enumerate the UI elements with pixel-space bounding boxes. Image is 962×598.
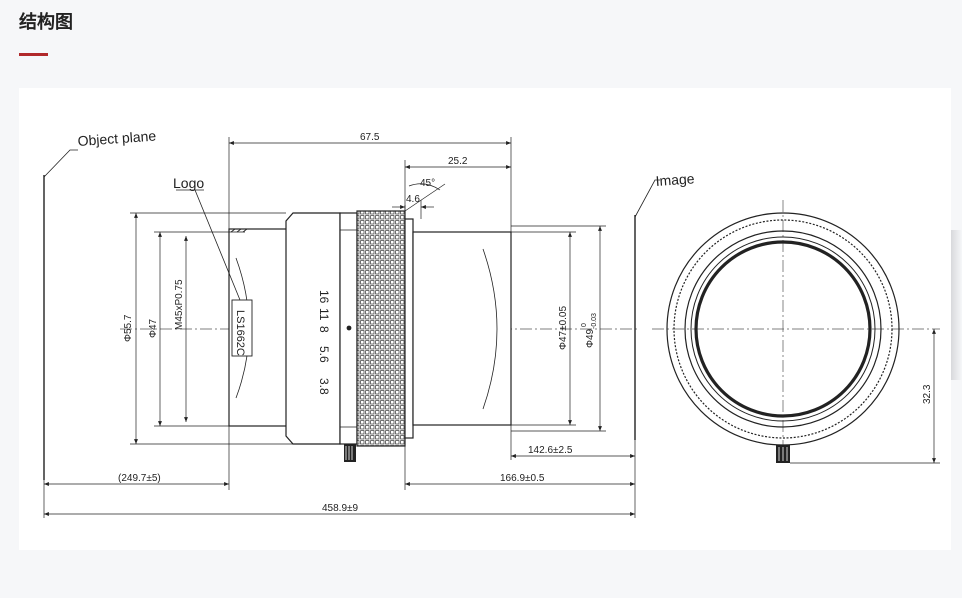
title-underline (19, 53, 48, 56)
logo-label: Logo (173, 175, 204, 191)
section-title: 结构图 (19, 12, 73, 32)
left-dimensions (130, 212, 293, 445)
dim-diameter-outer: Φ55.7 (123, 314, 134, 342)
dim-flange-distance: 142.6±2.5 (528, 445, 573, 456)
top-dimensions (228, 137, 512, 232)
object-plane-label: Object plane (77, 128, 157, 149)
dim-front-thread: M45xP0.75 (174, 279, 185, 330)
dim-diameter-front: Φ47 (148, 318, 159, 338)
aperture-mark-3-8: 3.8 (317, 378, 331, 395)
focus-screw (344, 444, 356, 462)
lens-drawing: Object plane Image Logo LS1662C 16 11 8 … (43, 128, 940, 518)
lens-body (228, 210, 512, 447)
lens-front-view (666, 212, 900, 446)
dim-rear-length: 25.2 (448, 156, 468, 167)
lens-structure-diagram: Object plane Image Logo LS1662C 16 11 8 … (19, 88, 951, 550)
dim-rear-diameter-tol-sup: 0 (581, 323, 588, 327)
dim-rear-diameter-tol: Φ49 (585, 328, 596, 348)
dim-overall-distance: 458.9±9 (322, 503, 359, 514)
aperture-mark-11: 11 (317, 308, 331, 321)
dim-object-distance: (249.7±5) (118, 473, 161, 484)
planes (43, 175, 636, 480)
aperture-mark-16: 16 (317, 290, 331, 304)
dim-image-distance: 166.9±0.5 (500, 473, 545, 484)
aperture-mark-8: 8 (317, 326, 331, 333)
dim-rear-diameter-tol-sub: -0.03 (591, 313, 598, 329)
image-label: Image (655, 170, 695, 189)
index-dot (346, 325, 352, 331)
side-shadow (951, 230, 962, 380)
dim-total-length: 67.5 (360, 132, 380, 143)
dim-angle: 45° (420, 178, 435, 189)
model-label: LS1662C (234, 310, 246, 356)
dim-screw-height: 32.3 (922, 384, 933, 404)
bottom-dimensions (43, 425, 636, 518)
aperture-mark-5-6: 5.6 (317, 346, 331, 363)
right-dimensions (511, 225, 606, 432)
dim-step: 4.6 (406, 194, 420, 205)
dim-rear-diameter: Φ47±0.05 (558, 306, 569, 350)
